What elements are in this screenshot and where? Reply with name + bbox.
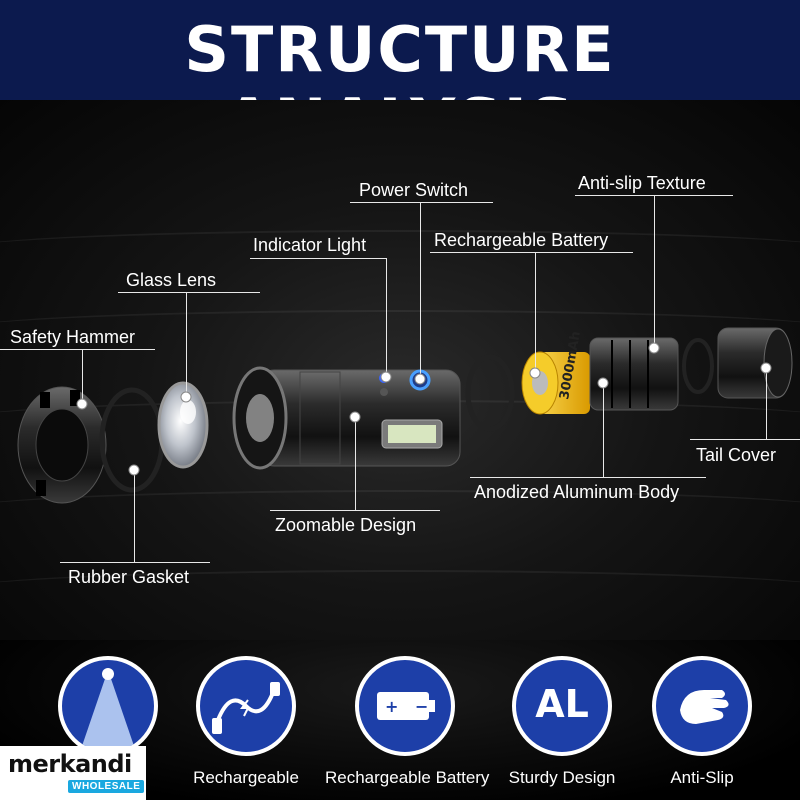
callout-leader (386, 258, 387, 376)
callout-underline (118, 292, 260, 293)
callout-underline (430, 252, 633, 253)
callout-underline (0, 349, 155, 350)
callout-leader (535, 252, 536, 372)
feature-label: Rechargeable Battery (325, 768, 490, 787)
callout-leader (420, 202, 421, 378)
svg-text:−: − (415, 697, 428, 716)
al-glyph: AL (535, 682, 589, 726)
callout-leader (654, 195, 655, 347)
rubber-gasket-part (682, 338, 714, 394)
feature-item-battery: +− Rechargeable Battery (325, 656, 490, 788)
merkandi-logo: merkandi WHOLESALE (0, 746, 146, 800)
glass-lens-part (157, 381, 209, 469)
background-wave (0, 490, 800, 532)
battery-icon: +− (355, 656, 455, 756)
feature-item-rechargeable: Rechargeable (166, 656, 326, 788)
anodized-body-part (589, 337, 679, 411)
callout-dot (597, 377, 609, 389)
logo-name: merkandi (8, 750, 132, 778)
callout-leader (355, 418, 356, 510)
feature-item-sturdy: AL Sturdy Design (482, 656, 642, 788)
callout-dot (648, 342, 660, 354)
light-beam-icon (58, 656, 158, 756)
rubber-gasket-part (465, 354, 515, 432)
tail-cover-part (717, 327, 793, 399)
feature-item-anti-slip: Anti-Slip (622, 656, 782, 788)
callout-underline (350, 202, 493, 203)
flashlight-head-part (232, 366, 461, 470)
callout-leader (134, 471, 135, 562)
background-wave (0, 310, 800, 352)
background-wave (0, 570, 800, 612)
callout-dot (760, 362, 772, 374)
callout-anodized-body: Anodized Aluminum Body (474, 482, 680, 502)
callout-dot (380, 371, 392, 383)
callout-leader (186, 292, 187, 396)
feature-label: Sturdy Design (508, 768, 616, 787)
callout-leader (603, 384, 604, 477)
safety-hammer-part (17, 386, 107, 504)
aluminum-al-icon: AL (512, 656, 612, 756)
callout-tail-cover: Tail Cover (696, 445, 777, 465)
callout-leader (82, 349, 83, 403)
hand-grip-icon (652, 656, 752, 756)
flashlight-parts-illustration: 3000mAh (17, 327, 793, 504)
callout-safety-hammer: Safety Hammer (10, 327, 136, 347)
callout-dot (414, 373, 426, 385)
logo-sub: WHOLESALE (68, 780, 145, 793)
callout-indicator-light: Indicator Light (253, 235, 367, 255)
feature-label: Anti-Slip (670, 768, 734, 787)
callout-power-switch: Power Switch (359, 180, 469, 200)
charging-cable-icon (196, 656, 296, 756)
callout-dot (128, 464, 140, 476)
callout-anti-slip-texture: Anti-slip Texture (578, 173, 706, 193)
callout-glass-lens: Glass Lens (126, 270, 217, 290)
callout-dot (180, 391, 192, 403)
callout-rubber-gasket: Rubber Gasket (68, 567, 190, 587)
callout-underline (270, 510, 440, 511)
callout-rechargeable-battery: Rechargeable Battery (434, 230, 609, 250)
callout-dot (529, 367, 541, 379)
callout-underline (690, 439, 800, 440)
callout-underline (60, 562, 210, 563)
svg-text:+: + (385, 697, 398, 716)
callout-dot (349, 411, 361, 423)
feature-label: Rechargeable (193, 768, 299, 787)
background-wave (0, 230, 800, 272)
title-banner: STRUCTURE ANALYSIS (0, 0, 800, 158)
feature-item-light: …s (28, 656, 188, 788)
callout-dot (76, 398, 88, 410)
callout-leader (766, 369, 767, 439)
callout-underline (470, 477, 706, 478)
callout-underline (250, 258, 386, 259)
callout-zoomable-design: Zoomable Design (275, 515, 417, 535)
